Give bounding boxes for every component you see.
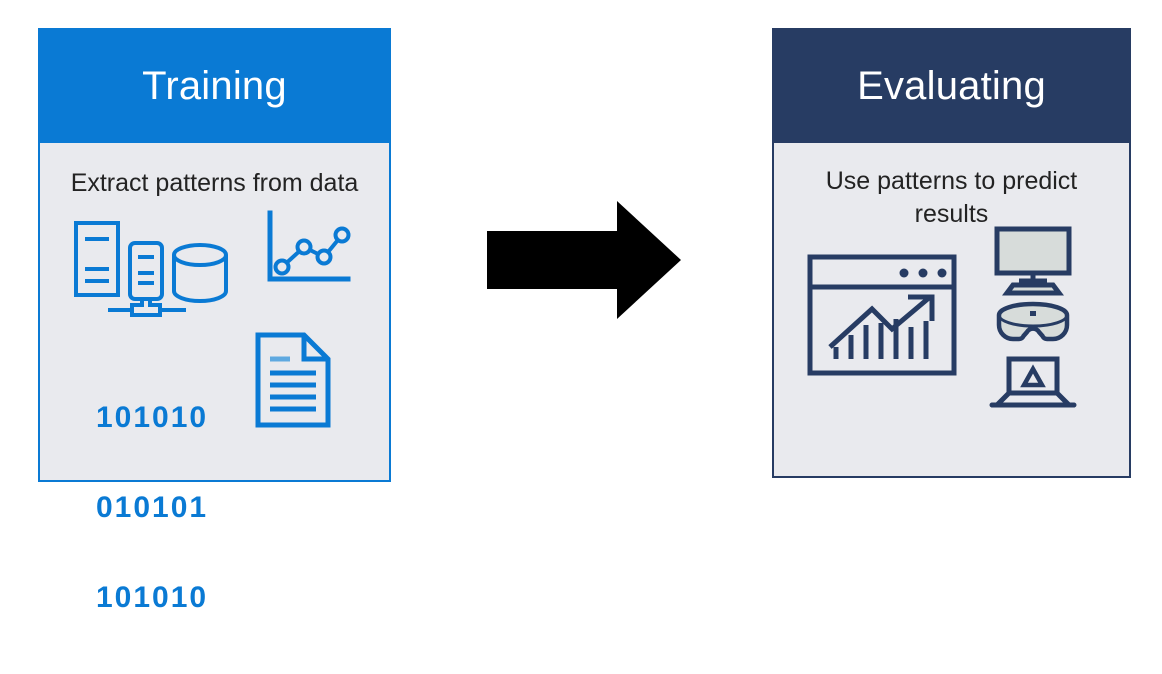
evaluating-card: Evaluating Use patterns to predict resul… — [772, 28, 1131, 478]
browser-dot-3 — [937, 268, 947, 278]
laptop-icon — [987, 355, 1079, 418]
line-chart-icon — [262, 209, 358, 298]
browser-dot-1 — [899, 268, 909, 278]
binary-digits-icon: 101010 010101 101010 — [96, 343, 208, 673]
browser-dot-2 — [918, 268, 928, 278]
evaluating-card-subtitle: Use patterns to predict results — [825, 167, 1078, 228]
evaluating-card-body: Use patterns to predict results — [774, 143, 1129, 476]
training-card-body: Extract patterns from data — [40, 143, 389, 613]
servers-and-database-icon — [70, 217, 250, 332]
binary-row-2: 010101 — [96, 491, 209, 524]
binary-row-1: 101010 — [96, 401, 209, 434]
evaluating-card-title: Evaluating — [857, 64, 1046, 108]
document-icon — [248, 329, 340, 438]
browser-analytics-icon — [806, 253, 958, 382]
training-card-header: Training — [40, 30, 389, 143]
diagram-canvas: Training Extract patterns from data — [38, 28, 1131, 613]
training-card-subtitle: Extract patterns from data — [70, 169, 359, 197]
monitor-icon — [987, 225, 1079, 302]
flow-arrow — [487, 201, 681, 319]
binary-row-3: 101010 — [96, 581, 209, 614]
vr-headset-icon — [987, 301, 1079, 356]
training-card: Training Extract patterns from data — [38, 28, 391, 613]
evaluating-card-header: Evaluating — [774, 30, 1129, 143]
training-card-title: Training — [142, 64, 287, 108]
